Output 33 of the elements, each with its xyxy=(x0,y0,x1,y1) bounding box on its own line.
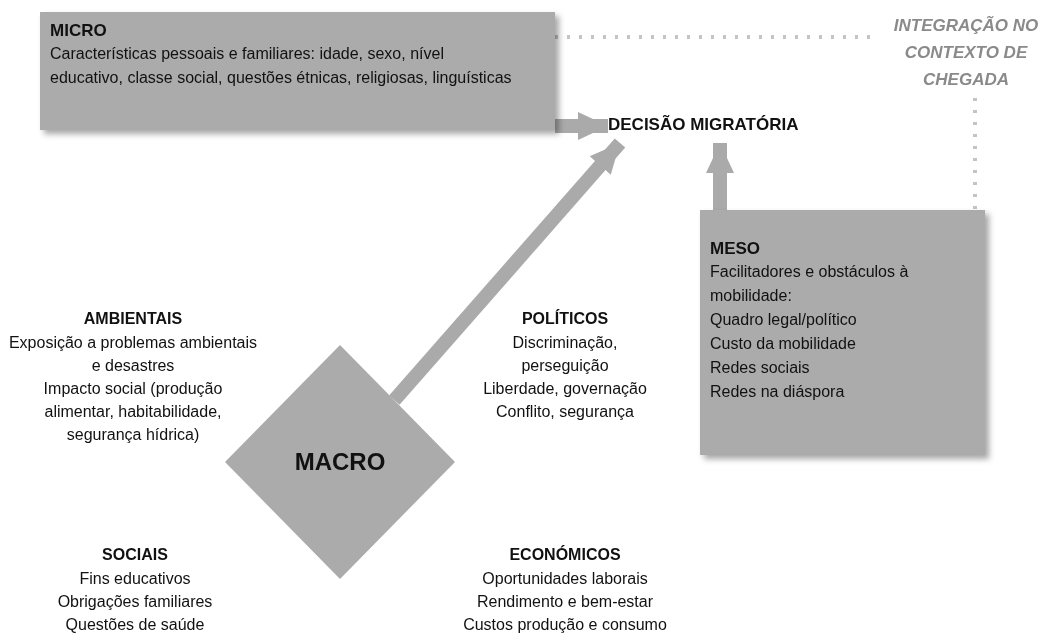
panel-text: Redes na diáspora xyxy=(710,382,845,402)
factor-text: Rendimento e bem-estar xyxy=(476,592,654,612)
dotted-line xyxy=(555,35,872,39)
text-panel xyxy=(700,210,985,455)
panel-heading: MESO xyxy=(710,238,761,260)
panel-text: Características pessoais e familiares: idade, sexo, nível educativo, classe social, questões étnicas, religiosas, linguísticas xyxy=(50,44,513,88)
factor-text: Obrigações familiares xyxy=(57,592,213,612)
factor-heading: POLÍTICOS xyxy=(521,308,609,329)
factor-text: Questões de saúde xyxy=(65,615,205,635)
panel-text: Facilitadores e obstáculos à mobilidade: xyxy=(710,262,910,306)
factor-text: Liberdade, governação xyxy=(483,379,647,399)
factor-text: Custos produção e consumo xyxy=(463,615,667,635)
factor-text: Fins educativos xyxy=(79,569,191,589)
diamond-label: MACRO xyxy=(294,448,386,476)
panel-heading: MICRO xyxy=(50,20,107,42)
factor-text: Oportunidades laborais xyxy=(482,569,648,589)
factor-text: Exposição a problemas ambientais e desastres xyxy=(8,333,258,376)
factor-text: Impacto social (produção alimentar, habitabilidade, segurança hídrica) xyxy=(42,379,224,445)
factor-heading: ECONÓMICOS xyxy=(509,544,621,565)
note-text: INTEGRAÇÃO NO CONTEXTO DE CHEGADA xyxy=(892,15,1040,91)
factor-heading: SOCIAIS xyxy=(102,545,168,565)
factor-heading: AMBIENTAIS xyxy=(83,309,183,329)
dotted-line xyxy=(973,98,977,210)
text-panel xyxy=(40,12,555,130)
panel-text: Quadro legal/político xyxy=(710,310,857,330)
panel-text: Custo da mobilidade xyxy=(710,334,856,354)
arrow xyxy=(389,138,626,405)
factor-text: Conflito, segurança xyxy=(496,402,634,422)
arrow xyxy=(555,112,608,140)
decision-label: DECISÃO MIGRATÓRIA xyxy=(608,115,799,135)
arrow xyxy=(706,143,734,210)
panel-text: Redes sociais xyxy=(710,358,810,378)
factor-text: Discriminação, perseguição xyxy=(511,333,619,376)
